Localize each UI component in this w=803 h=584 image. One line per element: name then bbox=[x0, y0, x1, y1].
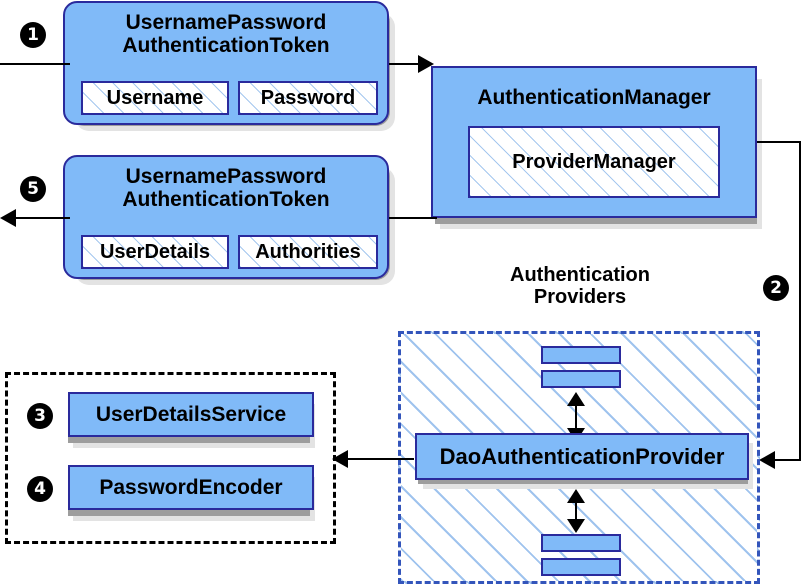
manager-to-provider-line-vertical bbox=[799, 141, 801, 461]
dao-authentication-provider-box[interactable]: DaoAuthenticationProvider bbox=[415, 433, 749, 480]
provider-to-services-arrowhead bbox=[332, 450, 348, 468]
other-provider-bar-bottom-1[interactable] bbox=[541, 534, 621, 552]
provider-link-bottom-arrow-up bbox=[567, 489, 585, 503]
request-to-manager-arrowhead bbox=[418, 55, 434, 73]
response-token-field-userdetails: UserDetails bbox=[81, 235, 229, 269]
passwordencoder-box[interactable]: PasswordEncoder bbox=[68, 465, 314, 510]
provider-link-top-arrow-up bbox=[567, 392, 585, 406]
provider-link-bottom-line bbox=[575, 495, 577, 527]
request-token-field-username: Username bbox=[81, 81, 229, 115]
manager-to-provider-line-bottom bbox=[775, 459, 801, 461]
request-to-manager-line bbox=[389, 63, 420, 65]
response-token-box[interactable]: UsernamePassword AuthenticationToken Use… bbox=[63, 155, 389, 279]
request-token-field-password: Password bbox=[238, 81, 378, 115]
step-badge-1: 1 bbox=[20, 22, 46, 48]
manager-to-response-line bbox=[389, 217, 437, 219]
provider-to-services-line bbox=[348, 458, 414, 460]
outbound-response-line bbox=[16, 217, 70, 219]
manager-to-provider-arrowhead bbox=[759, 451, 775, 469]
response-token-title: UsernamePassword AuthenticationToken bbox=[122, 165, 330, 212]
other-provider-bar-top-1[interactable] bbox=[541, 346, 621, 364]
other-provider-bar-bottom-2[interactable] bbox=[541, 558, 621, 576]
request-token-title: UsernamePassword AuthenticationToken bbox=[122, 11, 330, 58]
outbound-response-arrowhead bbox=[0, 209, 16, 227]
step-badge-3: 3 bbox=[27, 403, 53, 429]
step-badge-2: 2 bbox=[763, 275, 789, 301]
inbound-request-line bbox=[0, 63, 70, 65]
provider-link-bottom-arrow-down bbox=[567, 519, 585, 533]
userdetailsservice-box[interactable]: UserDetailsService bbox=[68, 392, 314, 437]
response-token-field-authorities: Authorities bbox=[238, 235, 378, 269]
other-provider-bar-top-2[interactable] bbox=[541, 370, 621, 388]
providers-group-title: Authentication Providers bbox=[510, 264, 650, 309]
provider-manager-box: ProviderManager bbox=[468, 126, 720, 198]
step-badge-5: 5 bbox=[20, 176, 46, 202]
step-badge-4: 4 bbox=[27, 476, 53, 502]
authentication-manager-title: AuthenticationManager bbox=[477, 86, 711, 109]
manager-to-provider-line-top bbox=[757, 141, 801, 143]
request-token-box[interactable]: UsernamePassword AuthenticationToken Use… bbox=[63, 1, 389, 125]
authentication-manager-box[interactable]: AuthenticationManager ProviderManager bbox=[431, 66, 757, 218]
provider-link-top-line bbox=[575, 398, 577, 436]
